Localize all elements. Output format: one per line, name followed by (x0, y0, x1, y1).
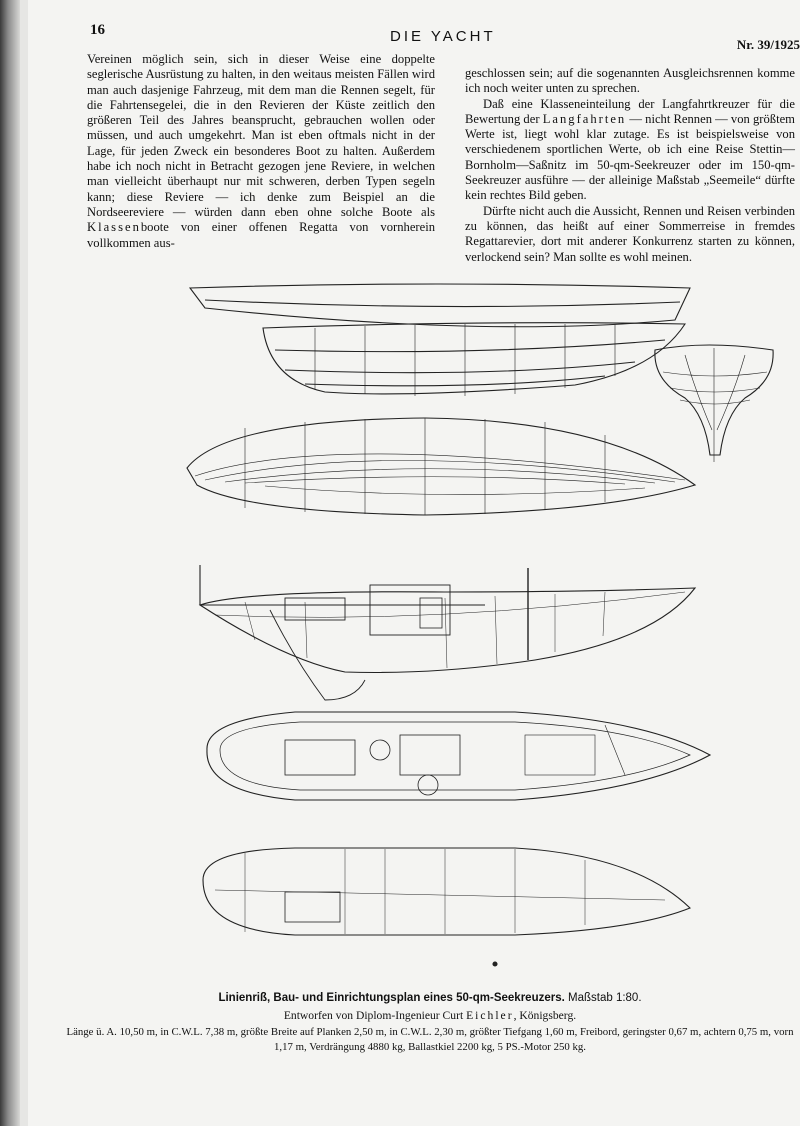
text-run: Vereinen möglich sein, sich in dieser We… (87, 52, 435, 219)
journal-title: DIE YACHT (390, 28, 496, 45)
page-binding-edge (0, 0, 20, 1126)
yacht-plan-drawing (186, 283, 774, 967)
page-header: 16 DIE YACHT Nr. 39/1925 (90, 22, 800, 52)
issue-number: Nr. 39/1925 (736, 37, 800, 52)
text-column-left: Vereinen möglich sein, sich in dieser We… (87, 52, 435, 251)
accommodation-plan (206, 711, 712, 801)
figure-caption-title: Linienriß, Bau- und Einrichtungsplan ein… (60, 992, 800, 1004)
figure-caption-designer: Entworfen von Diplom-Ingenieur Curt Eich… (60, 1009, 800, 1022)
page-margin (20, 0, 28, 1126)
designer-city: , Königsberg. (513, 1009, 577, 1022)
spaced-word: Klassen (87, 220, 141, 235)
lines-body-plan (654, 344, 774, 462)
deck-plan (202, 847, 691, 967)
page-number: 16 (90, 22, 105, 38)
designer-prefix: Entworfen von Diplom-Ingenieur Curt (283, 1009, 464, 1022)
spaced-word: Langfahrten (542, 111, 627, 126)
paragraph: Daß eine Klasseneinteilung der Langfahrt… (465, 97, 795, 204)
caption-title-text: Linienriß, Bau- und Einrichtungsplan ein… (218, 992, 565, 1004)
caption-scale: Maßstab 1:80. (568, 992, 642, 1004)
lines-half-breadth-plan (186, 417, 697, 516)
figure-caption-specs: Länge ü. A. 10,50 m, in C.W.L. 7,38 m, g… (66, 1026, 794, 1053)
paragraph: geschlossen sein; auf die sogenannten Au… (465, 66, 795, 96)
designer-name: Eichler (466, 1009, 514, 1022)
paragraph: Vereinen möglich sein, sich in dieser We… (87, 52, 435, 251)
text-column-right: geschlossen sein; auf die sogenannten Au… (465, 66, 795, 265)
text-run: — nicht Rennen — von größtem Werte ist, … (465, 111, 795, 203)
text-run: Daß eine Klasseneinteilung der Langfahrt… (465, 96, 795, 126)
construction-profile (198, 565, 697, 701)
paragraph: Dürfte nicht auch die Aussicht, Rennen u… (465, 203, 795, 264)
text-run: boote von einer offenen Regatta von vorn… (87, 220, 435, 250)
lines-profile-view (188, 283, 691, 396)
